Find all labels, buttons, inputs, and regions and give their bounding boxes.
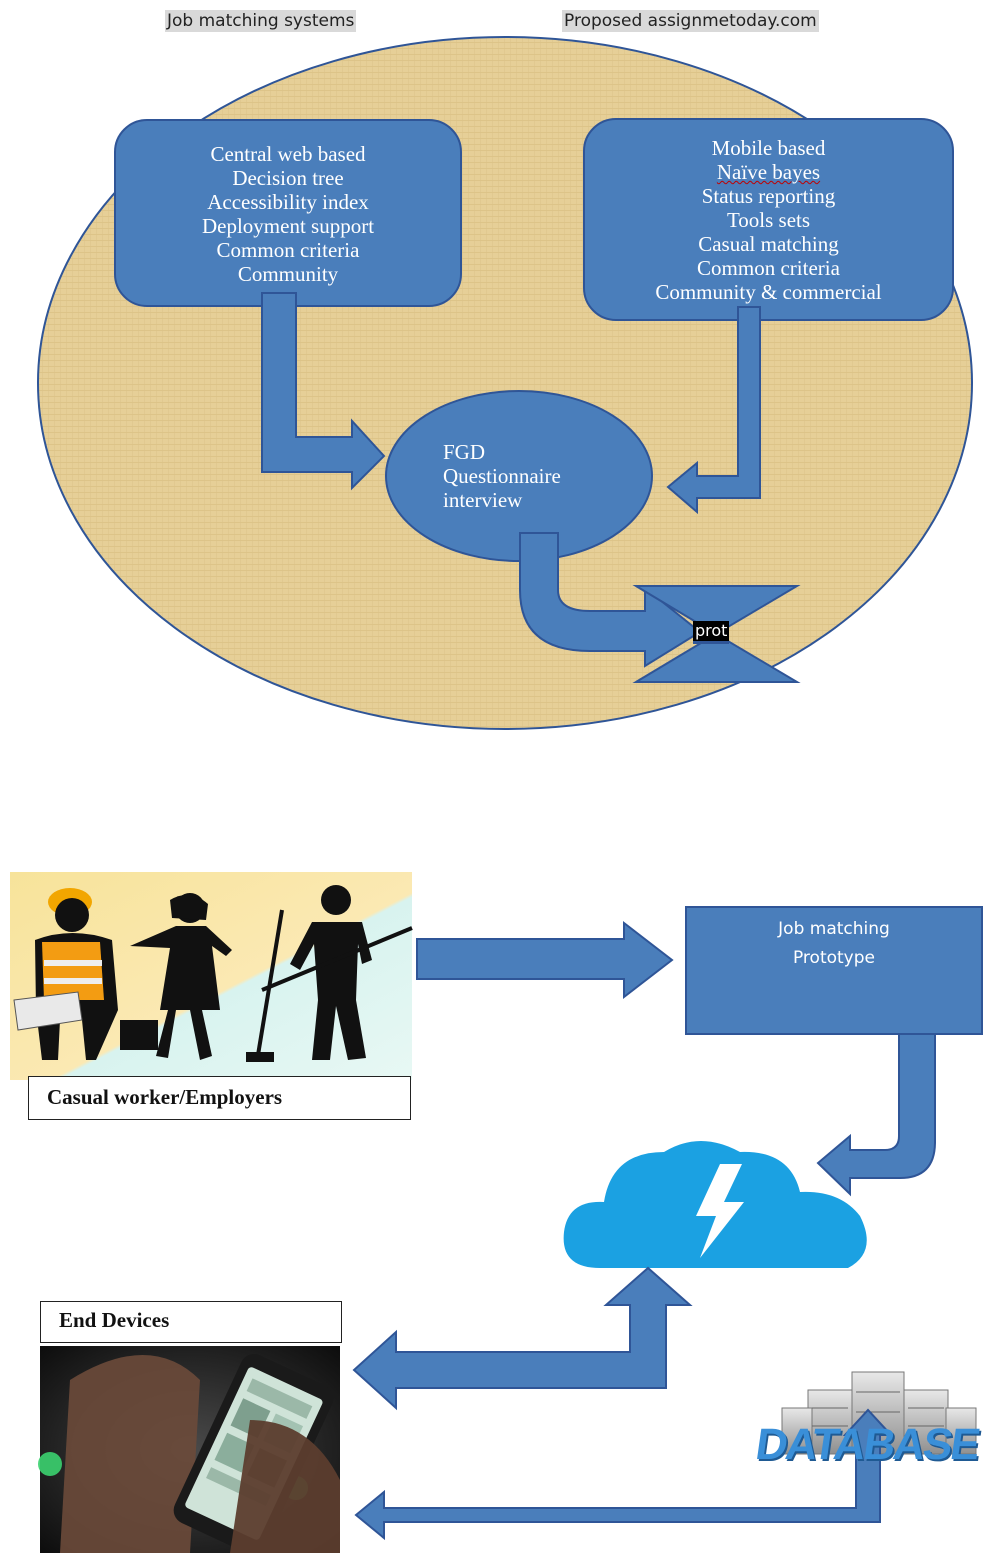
cloud-lightning-icon — [563, 1141, 867, 1268]
left-box-line: Deployment support — [201, 214, 375, 238]
fgd-line: interview — [443, 488, 523, 512]
proposed-system-header: Proposed assignmetoday.com — [562, 10, 819, 32]
prototype-to-cloud-arrow — [816, 1033, 936, 1197]
database-label: DATABASE — [752, 1420, 982, 1469]
prototype-line: Job matching — [778, 919, 890, 939]
top-diagram-canvas — [37, 36, 973, 730]
right-box-line: Casual matching — [698, 232, 839, 256]
prototype-line: Prototype — [792, 948, 875, 968]
cloud-to-devices-arrow — [352, 1266, 693, 1411]
fgd-text: FGD Questionnaire interview — [443, 440, 561, 512]
left-box-line: Accessibility index — [207, 190, 369, 214]
right-box-line: Community & commercial — [655, 280, 882, 304]
right-box-line: Mobile based — [711, 136, 826, 160]
prototype-label: prot — [693, 621, 730, 644]
left-box-line: Central web based — [210, 142, 366, 166]
workers-caption: Casual worker/Employers — [28, 1076, 411, 1120]
right-box-text: Mobile based Naïve bayes Status reportin… — [584, 136, 953, 304]
right-box-line: Common criteria — [697, 256, 840, 280]
left-box-text: Central web based Decision tree Accessib… — [115, 142, 461, 286]
workers-to-prototype-arrow — [416, 920, 674, 1000]
right-box-line: Tools sets — [726, 208, 811, 232]
end-devices-caption: End Devices — [40, 1301, 342, 1343]
database-to-devices-arrow — [354, 1408, 894, 1541]
fgd-line: FGD — [443, 440, 486, 464]
job-matching-prototype-box — [685, 906, 983, 1035]
left-to-center-arrow — [261, 292, 386, 491]
left-box-line: Decision tree — [232, 166, 344, 190]
proposed-system-box — [583, 118, 954, 321]
fgd-line: Questionnaire — [443, 464, 561, 488]
prototype-text: Job matching Prototype — [686, 915, 982, 973]
bottom-diagram-canvas — [10, 872, 983, 1553]
right-box-line: Status reporting — [701, 184, 836, 208]
end-devices-photo — [38, 1346, 340, 1553]
right-to-center-arrow — [666, 306, 761, 515]
casual-workers-illustration — [10, 872, 413, 1080]
job-matching-systems-header: Job matching systems — [165, 10, 357, 32]
right-box-line: Naïve bayes — [716, 160, 821, 184]
left-box-line: Community — [237, 262, 339, 286]
left-box-line: Common criteria — [216, 238, 360, 262]
center-to-prototype-arrow — [519, 532, 702, 668]
